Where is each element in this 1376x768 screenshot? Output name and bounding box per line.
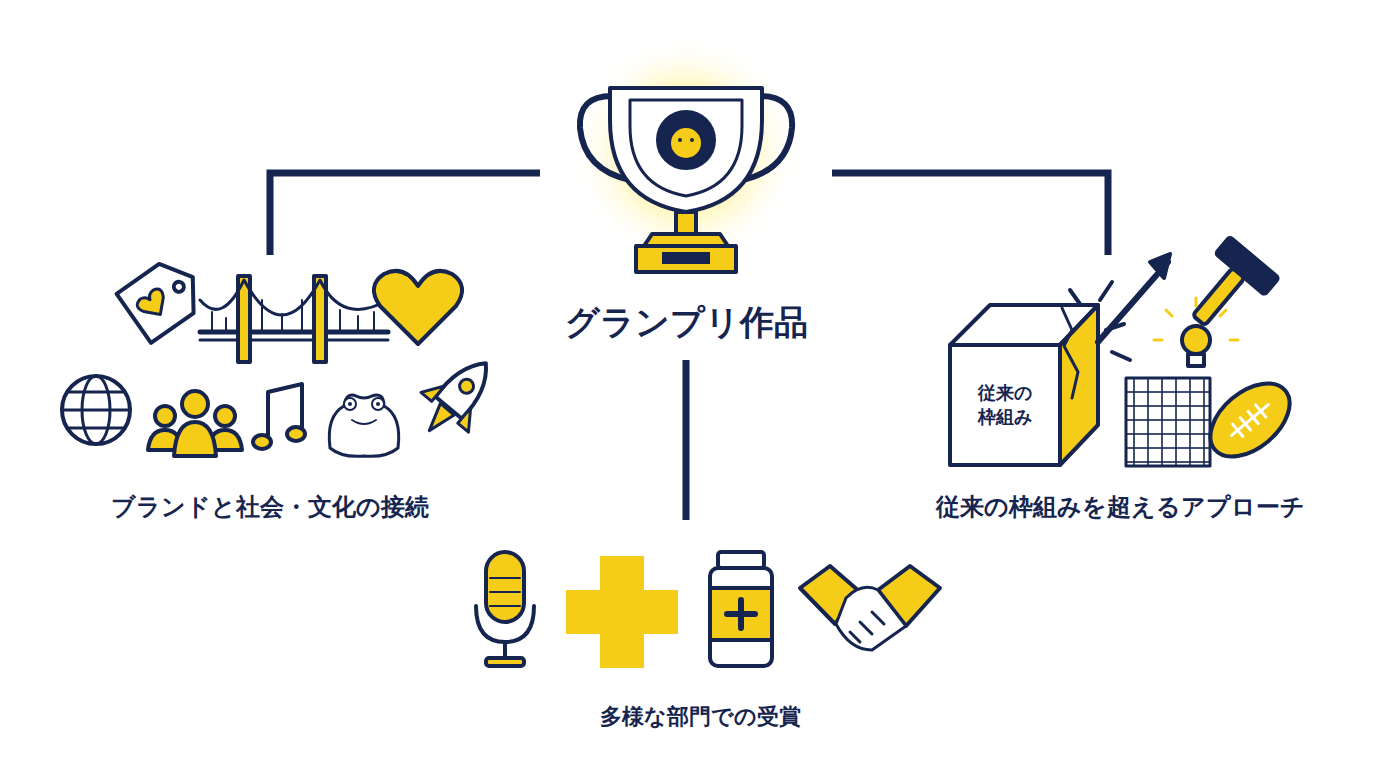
node-label: 従来の枠組み	[978, 381, 1033, 430]
node-label: 従来の枠組みを超えるアプローチ	[936, 491, 1305, 523]
branch-node: 多様な部門での受賞	[460, 520, 940, 736]
grand-prix-node: グランプリ作品	[540, 80, 832, 350]
connector-line	[832, 173, 1108, 255]
branch-node: 従来の枠組みを超えるアプローチ 従来の枠組み	[900, 255, 1340, 527]
connector-line	[686, 360, 687, 520]
node-label: 多様な部門での受賞	[600, 702, 801, 732]
node-label: ブランドと社会・文化の接続	[111, 491, 429, 523]
connector-line	[270, 173, 540, 255]
cube-face-node: 従来の枠組み	[950, 345, 1060, 465]
branch-node: ブランドと社会・文化の接続	[60, 255, 480, 527]
node-label: グランプリ作品	[565, 300, 808, 346]
